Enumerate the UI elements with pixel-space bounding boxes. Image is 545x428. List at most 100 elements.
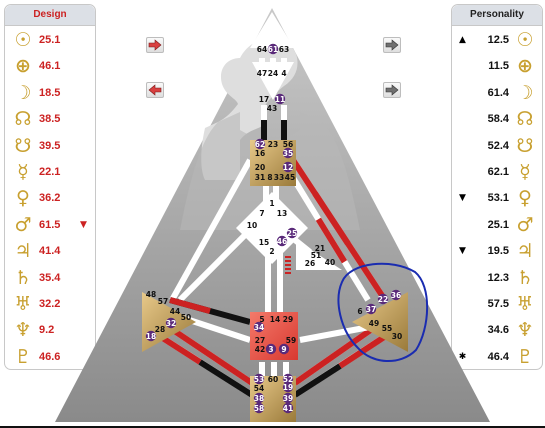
planet-value: 58.4 — [487, 113, 509, 126]
gate-15: 15 — [259, 238, 269, 247]
arrow-right-red-button[interactable] — [146, 37, 164, 53]
personality-panel-title: Personality — [452, 5, 542, 26]
planet-mark: ✱ — [458, 351, 467, 362]
gate-58: 58 — [254, 404, 264, 413]
gate-62: 62 — [255, 140, 265, 149]
gate-26: 26 — [305, 259, 315, 268]
planet-row: ♇ 46.6 — [13, 344, 88, 370]
planet-mark: ▼ — [459, 246, 466, 257]
planet-value: 32.2 — [39, 298, 61, 310]
gate-8: 8 — [267, 173, 272, 182]
gate-34: 34 — [254, 323, 264, 332]
planet-row: ☽ 18.5 — [13, 80, 88, 106]
planet-value: 46.6 — [39, 350, 61, 363]
planet-value: 38.5 — [39, 113, 61, 126]
design-panel: Design ☉25.1⊕46.1☽18.5☊38.5☋39.5☿22.1♀36… — [4, 4, 96, 370]
annotation-circle — [337, 262, 429, 363]
jupiter-icon: ♃ — [516, 240, 534, 263]
gate-11: 11 — [275, 95, 285, 104]
neptune-icon: ♆ — [14, 319, 32, 342]
planet-row: 62.1☿ — [458, 159, 535, 185]
planet-row: ☿ 22.1 — [13, 159, 88, 185]
gate-60: 60 — [268, 375, 278, 384]
gate-3: 3 — [268, 345, 273, 354]
mars-icon: ♂ — [516, 213, 534, 236]
gate-21: 21 — [315, 244, 325, 253]
gate-marker — [267, 43, 279, 55]
planet-value: 12.3 — [487, 271, 509, 284]
mercury-icon: ☿ — [17, 161, 29, 183]
gate-marker — [276, 235, 288, 247]
gate-24: 24 — [268, 69, 278, 78]
planet-row: 58.4 ☊ — [458, 106, 535, 132]
arrow-left-icon — [148, 84, 162, 96]
planet-value: 61.4 — [487, 86, 509, 99]
mars-icon: ♂ — [14, 213, 32, 236]
gate-marker — [253, 373, 265, 385]
gate-marker — [282, 402, 294, 414]
planet-row: ☋39.5 — [13, 133, 88, 159]
gate-marker — [145, 330, 157, 342]
gate-50: 50 — [181, 313, 191, 322]
arrow-right-gray-button[interactable] — [383, 37, 401, 53]
planet-value: 62.1 — [487, 166, 509, 178]
pluto-icon: ♇ — [14, 345, 32, 368]
arrow-left-red-button[interactable] — [146, 82, 164, 98]
planet-row: ▼53.1♀ — [458, 185, 535, 211]
planet-value: 36.2 — [39, 192, 61, 205]
planet-value: 25.1 — [39, 34, 61, 46]
planet-value: 22.1 — [39, 166, 61, 178]
planet-mark: ▼ — [459, 193, 466, 204]
gate-30: 30 — [392, 332, 402, 341]
gate-53: 53 — [254, 375, 264, 384]
planet-value: 12.5 — [487, 34, 509, 46]
planet-value: 41.4 — [39, 245, 61, 258]
gate-marker — [274, 93, 286, 105]
gate-46: 46 — [277, 237, 287, 246]
planet-value: 34.6 — [487, 324, 509, 337]
planet-row: ♃ 41.4 — [13, 238, 88, 264]
gate-22: 22 — [378, 295, 388, 304]
uranus-icon: ♅ — [516, 293, 534, 315]
moon-icon: ☽ — [14, 81, 32, 104]
gate-41: 41 — [283, 404, 293, 413]
planet-row: 34.6♆ — [458, 317, 535, 343]
gate-12: 12 — [283, 163, 293, 172]
planet-value: 18.5 — [39, 86, 61, 99]
gate-48: 48 — [146, 290, 156, 299]
gate-39: 39 — [283, 394, 293, 403]
planet-value: 46.1 — [39, 60, 61, 73]
planet-value: 39.5 — [39, 139, 61, 152]
gate-marker — [282, 161, 294, 173]
gate-45: 45 — [285, 173, 295, 182]
saturn-icon: ♄ — [516, 266, 534, 289]
gate-57: 57 — [158, 297, 168, 306]
planet-value: 46.4 — [487, 350, 509, 363]
gate-marker — [254, 138, 266, 150]
gate-1: 1 — [269, 199, 274, 208]
north-node-icon: ☊ — [14, 108, 32, 131]
gate-37: 37 — [366, 305, 376, 314]
gate-35: 35 — [283, 149, 293, 158]
gate-28: 28 — [155, 325, 165, 334]
gate-44: 44 — [170, 307, 180, 316]
gate-32: 32 — [166, 319, 176, 328]
planet-row: ♄35.4 — [13, 265, 88, 291]
jupiter-icon: ♃ — [14, 240, 32, 263]
gate-4: 4 — [281, 69, 286, 78]
arrow-right-gray-button[interactable] — [383, 82, 401, 98]
planet-row: ▼19.5♃ — [458, 238, 535, 264]
uranus-icon: ♅ — [14, 293, 32, 315]
gate-marker — [365, 303, 377, 315]
planet-row: ▲12.5☉ — [458, 27, 535, 53]
gate-19: 19 — [283, 383, 293, 392]
gate-61: 61 — [268, 45, 278, 54]
planet-value: 57.5 — [487, 298, 509, 310]
planet-row: ☉25.1 — [13, 27, 88, 53]
planet-mark: ▲ — [459, 35, 466, 45]
gate-marker — [282, 147, 294, 159]
gate-14: 14 — [270, 315, 280, 324]
north-node-icon: ☊ — [516, 108, 534, 131]
